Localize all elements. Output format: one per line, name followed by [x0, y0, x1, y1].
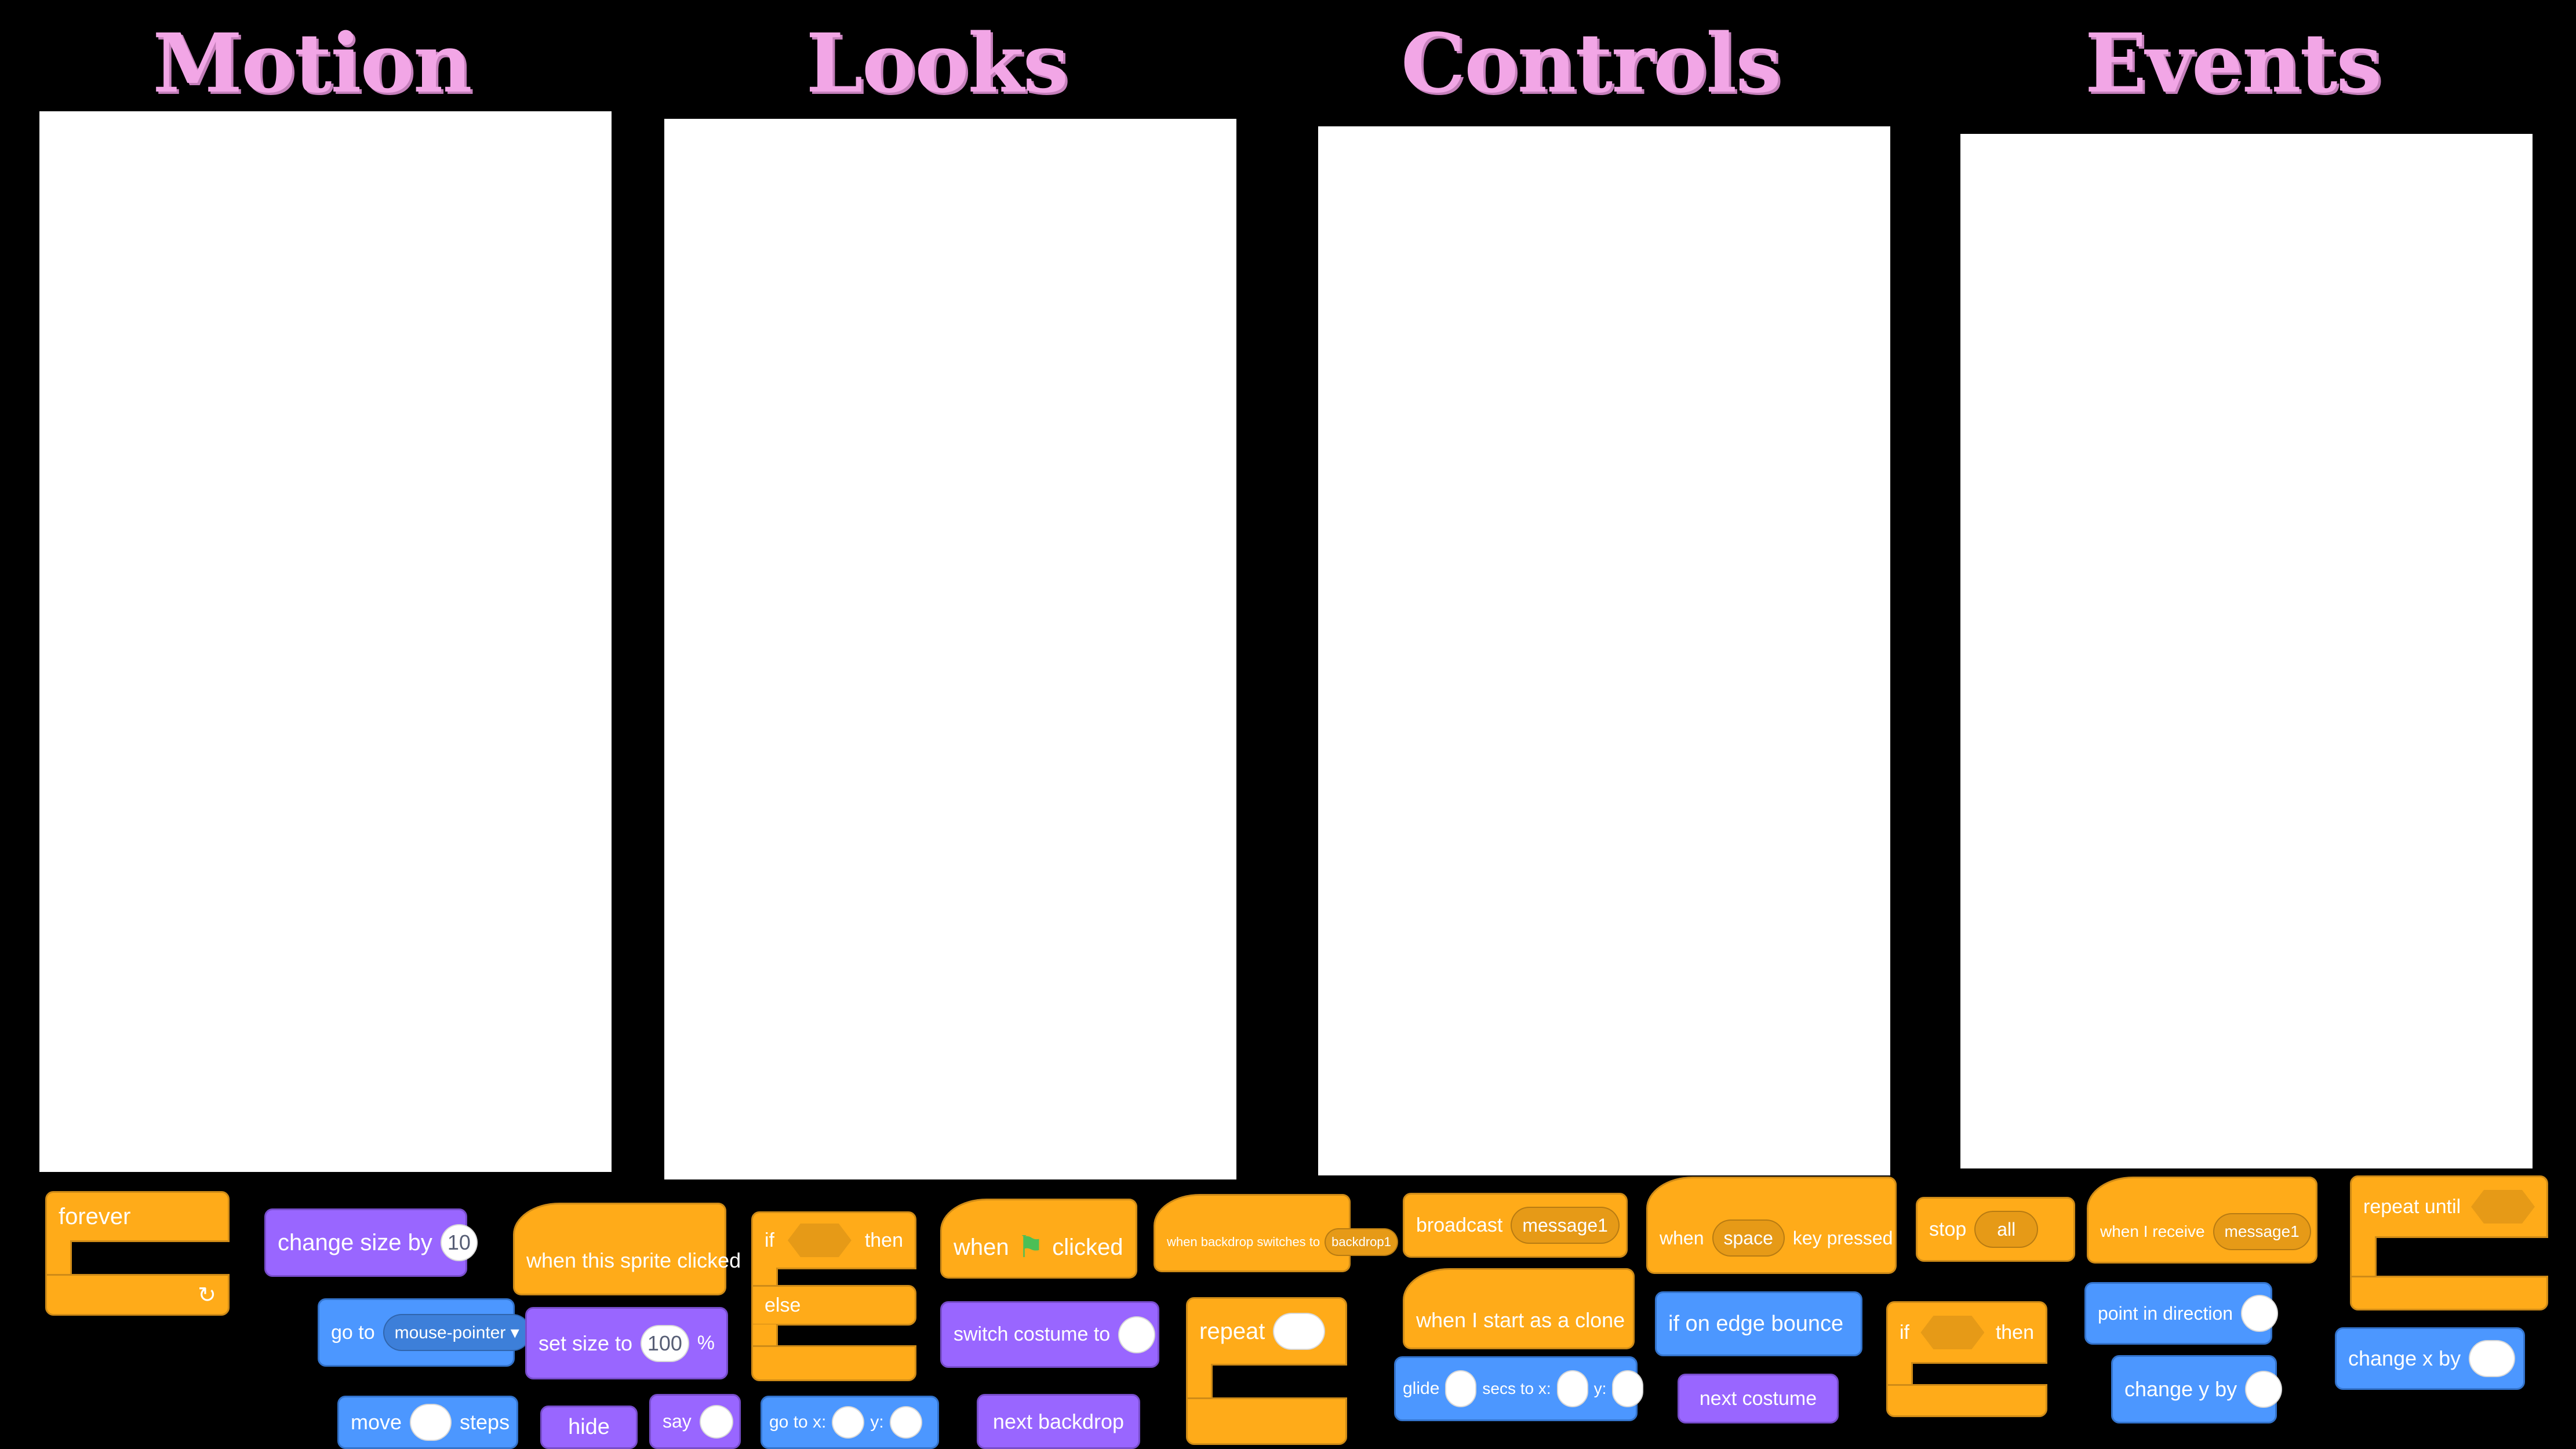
repeat-label: repeat [1199, 1318, 1265, 1344]
say-label: say [663, 1411, 692, 1432]
if-label: if [765, 1229, 774, 1251]
move-steps-input[interactable] [410, 1404, 452, 1441]
green-flag-icon: ⚑ [1017, 1230, 1045, 1264]
change-size-input[interactable]: 10 [440, 1224, 478, 1261]
repeat-until-label: repeat until [2363, 1195, 2461, 1218]
if-then-else-block[interactable]: if then else [751, 1211, 916, 1385]
heading-events: Events [2084, 16, 2382, 111]
if-condition-slot[interactable] [787, 1224, 852, 1257]
else-label: else [765, 1294, 801, 1316]
when-i-receive-block[interactable]: when I receive message1 [2087, 1177, 2317, 1264]
go-to-y-input[interactable] [889, 1406, 922, 1439]
if-then-if-label: if [1900, 1321, 1909, 1344]
hide-label: hide [568, 1415, 610, 1439]
glide-secs-label: secs to x: [1482, 1379, 1551, 1397]
when-key-pressed-block[interactable]: when space key pressed [1646, 1177, 1897, 1274]
forever-label: forever [59, 1203, 131, 1229]
motion-drop-zone[interactable] [39, 111, 612, 1172]
when-flag-pre-label: when [954, 1234, 1009, 1260]
repeat-until-block[interactable]: repeat until [2350, 1175, 2548, 1310]
events-drop-zone[interactable] [1960, 134, 2533, 1168]
hide-block[interactable]: hide [540, 1406, 638, 1449]
next-costume-block[interactable]: next costume [1678, 1374, 1839, 1423]
then-label: then [864, 1229, 903, 1251]
key-dropdown[interactable]: space [1712, 1219, 1785, 1257]
if-then-condition-slot[interactable] [1920, 1316, 1985, 1349]
move-steps-block[interactable]: move steps [337, 1396, 518, 1449]
stop-label: stop [1929, 1218, 1967, 1240]
go-to-xy-label: go to x: [769, 1412, 827, 1432]
set-size-label: set size to [539, 1331, 633, 1355]
when-sprite-clicked-label: when this sprite clicked [526, 1248, 741, 1272]
set-size-input[interactable]: 100 [641, 1324, 689, 1362]
change-y-block[interactable]: change y by [2111, 1355, 2283, 1423]
switch-costume-label: switch costume to [954, 1323, 1111, 1345]
change-size-label: change size by [278, 1229, 432, 1255]
broadcast-dropdown[interactable]: message1 [1511, 1207, 1620, 1244]
glide-secs-input[interactable] [1445, 1370, 1477, 1407]
change-size-by-block[interactable]: change size by 10 [264, 1208, 478, 1277]
glide-block[interactable]: glide secs to x: y: [1394, 1356, 1644, 1421]
go-to-dropdown[interactable]: mouse-pointer ▾ [383, 1314, 531, 1351]
heading-looks: Looks [806, 16, 1068, 111]
when-flag-post-label: clicked [1052, 1234, 1123, 1260]
controls-drop-zone[interactable] [1318, 126, 1890, 1175]
say-block[interactable]: say [649, 1394, 741, 1449]
go-to-block[interactable]: go to mouse-pointer ▾ [318, 1298, 531, 1367]
when-clone-block[interactable]: when I start as a clone [1403, 1268, 1635, 1349]
change-x-label: change x by [2348, 1346, 2461, 1370]
go-to-xy-block[interactable]: go to x: y: [761, 1396, 939, 1449]
backdrop-dropdown[interactable]: backdrop1 [1325, 1228, 1398, 1256]
repeat-block[interactable]: repeat [1186, 1297, 1347, 1445]
repeat-until-condition-slot[interactable] [2471, 1190, 2535, 1224]
forever-block[interactable]: forever ↻ [45, 1191, 230, 1316]
repeat-count-input[interactable] [1273, 1313, 1326, 1350]
go-to-x-input[interactable] [832, 1406, 865, 1439]
direction-input[interactable] [2241, 1295, 2279, 1332]
looks-drop-zone[interactable] [664, 119, 1236, 1179]
point-in-direction-block[interactable]: point in direction [2084, 1282, 2279, 1345]
heading-motion: Motion [152, 16, 472, 111]
broadcast-label: broadcast [1416, 1214, 1503, 1236]
point-direction-label: point in direction [2098, 1302, 2233, 1324]
when-clone-label: when I start as a clone [1416, 1308, 1625, 1332]
receive-dropdown[interactable]: message1 [2213, 1213, 2311, 1250]
move-label: move [351, 1410, 402, 1434]
set-size-unit: % [697, 1332, 715, 1354]
go-to-xy-y-label: y: [870, 1412, 884, 1432]
loop-arrow-icon: ↻ [198, 1283, 216, 1308]
if-on-edge-bounce-label: if on edge bounce [1668, 1311, 1844, 1336]
glide-label: glide [1403, 1379, 1440, 1398]
when-receive-label: when I receive [2100, 1222, 2205, 1240]
glide-x-input[interactable] [1556, 1370, 1588, 1407]
change-y-input[interactable] [2245, 1371, 2283, 1408]
when-sprite-clicked-block[interactable]: when this sprite clicked [513, 1203, 741, 1295]
switch-costume-block[interactable]: switch costume to [940, 1301, 1159, 1368]
next-backdrop-block[interactable]: next backdrop [977, 1394, 1140, 1449]
when-flag-clicked-block[interactable]: when ⚑ clicked [940, 1199, 1137, 1279]
next-backdrop-label: next backdrop [992, 1409, 1125, 1433]
broadcast-block[interactable]: broadcast message1 [1403, 1193, 1628, 1258]
stop-block[interactable]: stop all [1916, 1197, 2075, 1262]
when-backdrop-switches-block[interactable]: when backdrop switches to backdrop1 [1154, 1194, 1398, 1272]
if-then-then-label: then [1995, 1321, 2034, 1344]
stop-dropdown[interactable]: all [1974, 1211, 2039, 1248]
heading-controls: Controls [1400, 16, 1781, 111]
change-x-input[interactable] [2469, 1340, 2516, 1377]
go-to-label: go to [331, 1321, 375, 1344]
change-y-label: change y by [2124, 1377, 2237, 1401]
set-size-block[interactable]: set size to 100 % [525, 1307, 728, 1379]
when-key-pre-label: when [1660, 1227, 1704, 1248]
backdrop-switch-label: when backdrop switches to [1167, 1234, 1320, 1249]
switch-costume-input[interactable] [1118, 1316, 1156, 1353]
if-on-edge-bounce-block[interactable]: if on edge bounce [1655, 1291, 1862, 1356]
say-input[interactable] [699, 1404, 733, 1439]
glide-y-label: y: [1593, 1379, 1607, 1397]
glide-y-input[interactable] [1612, 1370, 1644, 1407]
steps-label: steps [460, 1410, 510, 1434]
when-key-post-label: key pressed [1792, 1227, 1893, 1248]
if-then-block[interactable]: if then [1886, 1301, 2047, 1417]
change-x-block[interactable]: change x by [2335, 1327, 2525, 1390]
next-costume-label: next costume [1699, 1387, 1817, 1410]
